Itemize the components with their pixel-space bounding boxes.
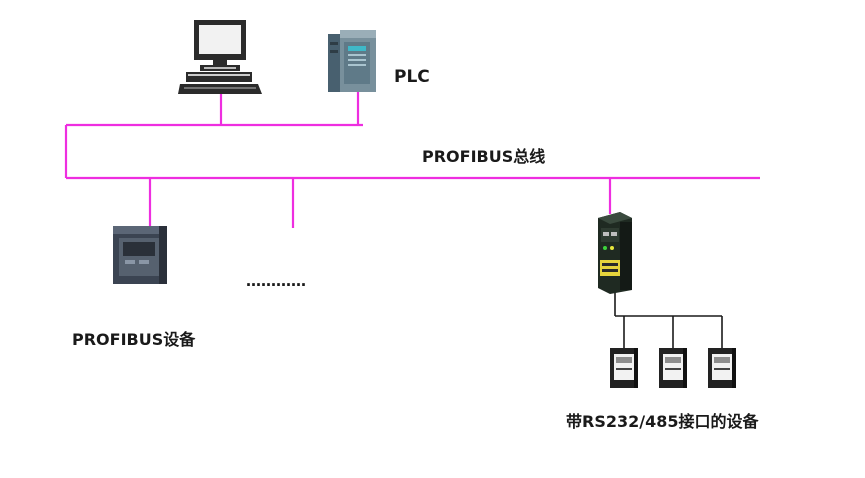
bus-lines <box>64 92 760 228</box>
computer-icon <box>178 20 262 94</box>
gateway-icon <box>598 212 632 294</box>
serial-device-icon <box>708 348 736 388</box>
bus-label: PROFIBUS总线 <box>422 147 545 166</box>
drive-icon <box>113 226 167 284</box>
rs-devices-label: 带RS232/485接口的设备 <box>566 412 759 431</box>
plc-label: PLC <box>394 67 430 87</box>
serial-lines <box>614 292 723 350</box>
serial-device-icon <box>659 348 687 388</box>
serial-device-icon <box>610 348 638 388</box>
profibus-device-label: PROFIBUS设备 <box>72 330 196 349</box>
plc-icon <box>328 30 376 92</box>
more-devices-dots: ………… <box>246 272 306 290</box>
